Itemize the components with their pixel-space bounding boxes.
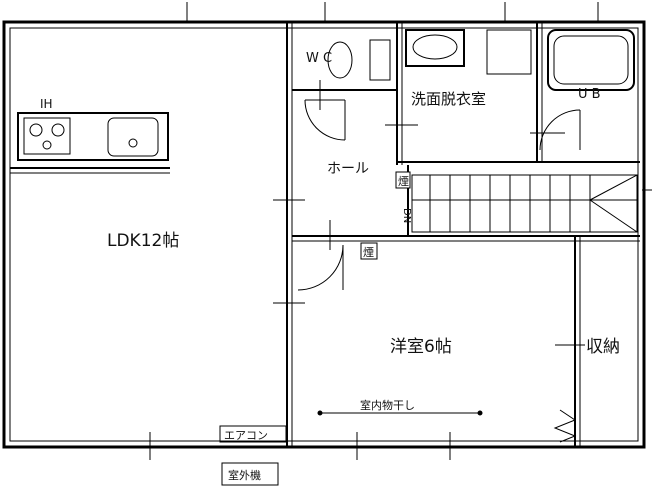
kitchen-counter [17, 112, 169, 161]
doors [297, 99, 581, 291]
room-unit-bath: U B [578, 87, 601, 102]
chimney-mark-1 [395, 171, 411, 189]
door-arrows [273, 80, 585, 346]
bathtub [547, 29, 635, 91]
label-chimney-1: 煙 [398, 175, 409, 188]
label-drying: 室内物干し [360, 398, 415, 412]
toilet [327, 39, 391, 81]
room-storage: 収納 [586, 337, 620, 357]
room-western: 洋室6帖 [390, 337, 452, 357]
washing-machine-pan [486, 29, 532, 75]
label-ih: IH [40, 97, 53, 111]
stairs [411, 174, 638, 233]
storage-zigzag [553, 409, 577, 443]
exterior-walls [2, 20, 646, 449]
interior-walls [10, 22, 640, 447]
label-dn: DN [401, 208, 412, 223]
chimney-mark-2 [360, 242, 378, 260]
drying-rod [317, 410, 483, 416]
room-hall: ホール [327, 161, 369, 177]
label-aircon: エアコン [224, 429, 268, 442]
room-wc: W C [306, 51, 332, 66]
aircon-box [219, 425, 287, 443]
room-ldk: LDK12帖 [107, 231, 179, 251]
label-chimney-2: 煙 [363, 246, 374, 259]
outdoor-unit-box [221, 462, 279, 486]
label-outdoor-unit: 室外機 [228, 468, 261, 482]
room-washroom: 洗面脱衣室 [411, 90, 486, 108]
grid-ticks [149, 2, 652, 460]
washbasin [405, 29, 465, 67]
